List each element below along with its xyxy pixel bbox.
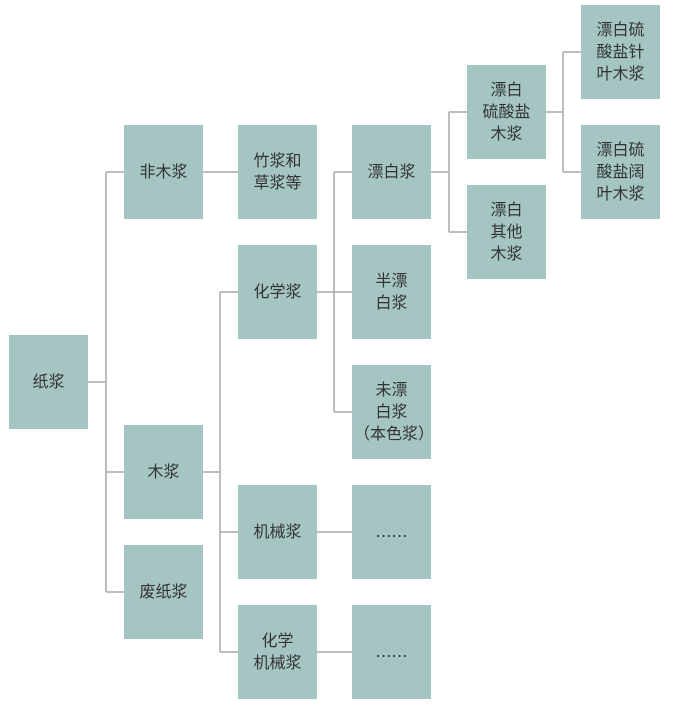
node-bleached-sulfate-softwood-pulp: 漂白硫 酸盐针 叶木浆 (581, 5, 660, 99)
node-label: 机械浆 (253, 522, 302, 541)
node-label: 化学 机械浆 (253, 631, 302, 672)
node-bleached-sulfate-wood-pulp: 漂白 硫酸盐 木浆 (467, 65, 546, 159)
node-mechanical-pulp: 机械浆 (238, 485, 317, 579)
node-paper-pulp: 纸浆 (9, 335, 88, 429)
node-bleached-sulfate-hardwood-pulp: 漂白硫 酸盐阔 叶木浆 (581, 125, 660, 219)
node-label: 漂白 硫酸盐 木浆 (482, 80, 531, 143)
node-bamboo-grass-pulp: 竹浆和 草浆等 (238, 125, 317, 219)
node-label: …… (375, 522, 408, 541)
node-non-wood-pulp: 非木浆 (124, 125, 203, 219)
node-semi-bleached-pulp: 半漂 白浆 (352, 245, 431, 339)
node-label: 非木浆 (139, 162, 188, 181)
node-label: 未漂 白浆 （本色浆） (354, 380, 435, 443)
node-label: 漂白 其他 木浆 (490, 200, 523, 263)
node-wood-pulp: 木浆 (124, 425, 203, 519)
node-label: 废纸浆 (139, 582, 188, 601)
node-label: 漂白硫 酸盐针 叶木浆 (596, 20, 645, 83)
node-label: …… (375, 642, 408, 661)
node-label: 漂白硫 酸盐阔 叶木浆 (596, 140, 645, 203)
node-mechanical-more: …… (352, 485, 431, 579)
node-label: 竹浆和 草浆等 (253, 151, 302, 192)
node-bleached-other-wood-pulp: 漂白 其他 木浆 (467, 185, 546, 279)
node-label: 化学浆 (253, 282, 302, 301)
node-unbleached-pulp: 未漂 白浆 （本色浆） (352, 365, 435, 459)
node-bleached-pulp: 漂白浆 (352, 125, 431, 219)
node-label: 半漂 白浆 (375, 271, 408, 312)
node-label: 漂白浆 (367, 162, 416, 181)
node-label: 纸浆 (32, 372, 65, 391)
node-waste-paper-pulp: 废纸浆 (124, 545, 203, 639)
node-chemi-mechanical-more: …… (352, 605, 431, 699)
node-label: 木浆 (147, 462, 180, 481)
node-chemi-mechanical-pulp: 化学 机械浆 (238, 605, 317, 699)
node-chemical-pulp: 化学浆 (238, 245, 317, 339)
